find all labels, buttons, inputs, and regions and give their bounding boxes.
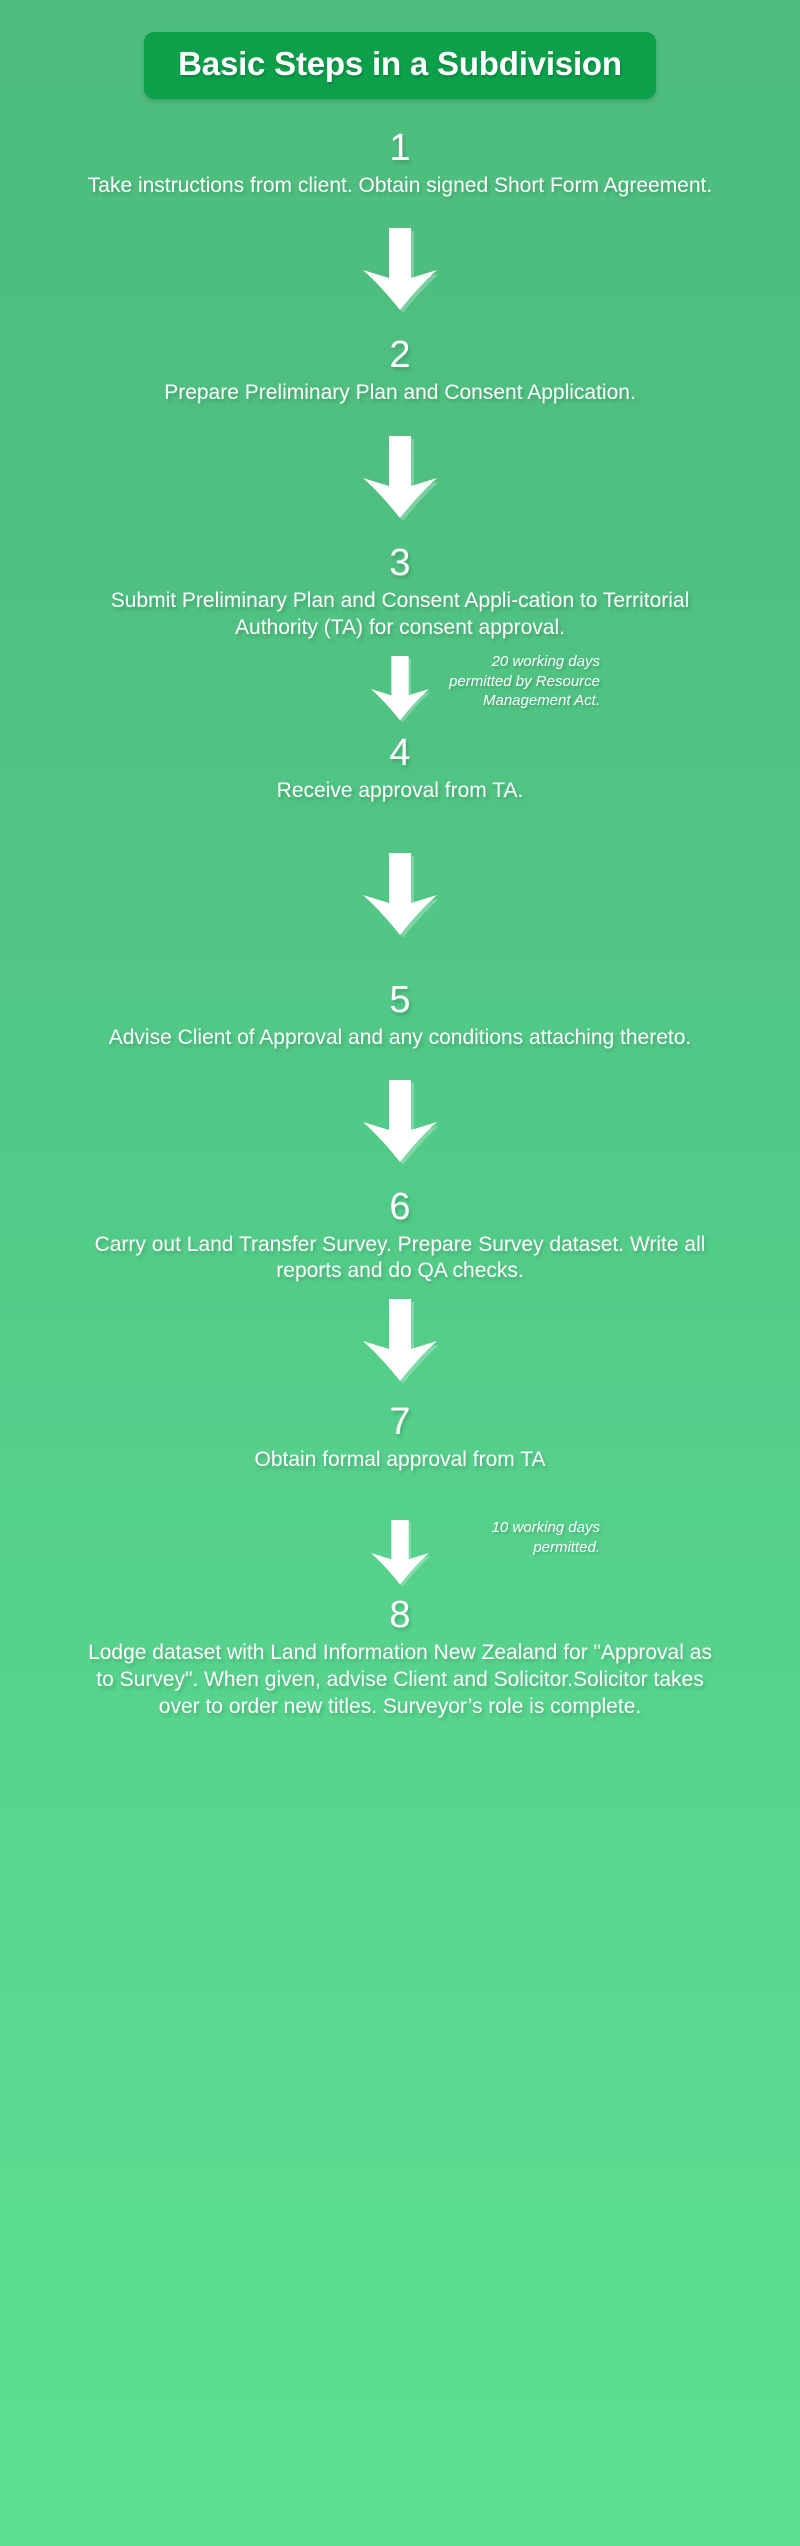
- title-container: Basic Steps in a Subdivision: [0, 0, 800, 99]
- step-text-8: Lodge dataset with Land Information New …: [88, 1640, 712, 1718]
- connector-5-to-6: [0, 1079, 800, 1164]
- step-3: 3 Submit Preliminary Plan and Consent Ap…: [0, 544, 800, 642]
- step-1: 1 Take instructions from client. Obtain …: [0, 126, 800, 200]
- step-7: 7 Obtain formal approval from TA: [0, 1401, 800, 1474]
- step-text-6: Carry out Land Transfer Survey. Prepare …: [94, 1232, 706, 1283]
- step-number-7: 7: [389, 1401, 411, 1444]
- step-number-5: 5: [389, 978, 411, 1021]
- step-text-7: Obtain formal approval from TA: [254, 1448, 546, 1472]
- step-number-6: 6: [389, 1185, 411, 1228]
- down-arrow-icon: [363, 852, 438, 937]
- step-number-4: 4: [389, 732, 411, 775]
- step-text-5: Advise Client of Approval and any condit…: [108, 1025, 692, 1049]
- down-arrow-icon: [363, 1079, 438, 1164]
- connector-note-3-to-4: 20 working days permitted by Resource Ma…: [449, 653, 600, 710]
- step-number-3: 3: [389, 542, 411, 585]
- step-text-3: Submit Preliminary Plan and Consent Appl…: [110, 589, 690, 640]
- step-8: 8 Lodge dataset with Land Information Ne…: [0, 1594, 800, 1721]
- step-number-2: 2: [389, 333, 411, 376]
- page-title: Basic Steps in a Subdivision: [178, 45, 622, 82]
- connector-6-to-7: [0, 1299, 800, 1384]
- down-arrow-icon: [370, 656, 430, 723]
- step-number-8: 8: [389, 1594, 411, 1637]
- down-arrow-icon: [370, 1520, 430, 1587]
- connector-1-to-2: [0, 227, 800, 312]
- connector-note-7-to-8: 10 working days permitted.: [491, 1519, 600, 1556]
- step-5: 5 Advise Client of Approval and any cond…: [0, 978, 800, 1052]
- step-2: 2 Prepare Preliminary Plan and Consent A…: [0, 333, 800, 407]
- down-arrow-icon: [363, 1299, 438, 1384]
- step-6: 6 Carry out Land Transfer Survey. Prepar…: [0, 1185, 800, 1286]
- connector-7-to-8: 10 working days permitted.: [0, 1519, 800, 1587]
- down-arrow-icon: [363, 436, 438, 521]
- title-banner: Basic Steps in a Subdivision: [144, 32, 656, 99]
- step-number-1: 1: [389, 126, 411, 169]
- step-text-2: Prepare Preliminary Plan and Consent App…: [164, 380, 636, 404]
- connector-4-to-5: [0, 852, 800, 937]
- connector-2-to-3: [0, 436, 800, 521]
- connector-3-to-4: 20 working days permitted by Resource Ma…: [0, 653, 800, 723]
- step-text-1: Take instructions from client. Obtain si…: [87, 173, 713, 197]
- step-text-4: Receive approval from TA.: [276, 779, 524, 802]
- step-4: 4 Receive approval from TA.: [0, 732, 800, 805]
- down-arrow-icon: [363, 227, 438, 312]
